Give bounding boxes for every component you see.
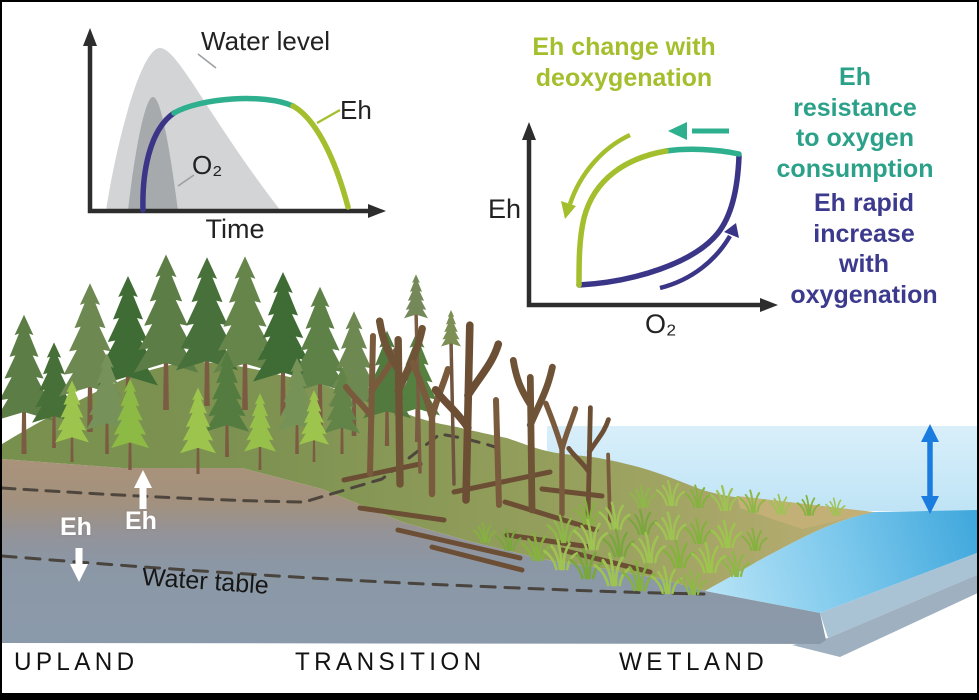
zone-label-transition: TRANSITION bbox=[295, 648, 486, 676]
eh-leader-line bbox=[316, 109, 341, 124]
eh-increase-label: Eh bbox=[125, 507, 157, 535]
hysteresis-chart bbox=[522, 122, 778, 312]
resistance-limb bbox=[663, 146, 742, 157]
o2-leader-line bbox=[177, 174, 195, 187]
zone-label-wetland: WETLAND bbox=[619, 648, 769, 676]
water-level-label: Water level bbox=[201, 26, 331, 56]
water-table-line bbox=[2, 554, 706, 596]
hysteresis-o2-axis-label: O₂ bbox=[645, 309, 677, 339]
eh-down-arrow-icon bbox=[70, 548, 88, 582]
landscape-illustration bbox=[2, 254, 977, 657]
time-chart bbox=[83, 28, 386, 218]
zone-label-upland: UPLAND bbox=[14, 648, 139, 676]
oxygenation-limb bbox=[576, 153, 742, 288]
hysteresis-eh-axis-label: Eh bbox=[488, 194, 522, 224]
resistance-note: Eh resistance to oxygen consumption bbox=[776, 63, 934, 183]
oxygenation-note: Eh rapid increase with oxygenation bbox=[790, 189, 938, 309]
time-chart-o2-label: O₂ bbox=[192, 150, 223, 180]
time-chart-eh-label: Eh bbox=[340, 95, 372, 125]
hysteresis-axes bbox=[522, 122, 778, 312]
time-chart-axes bbox=[83, 28, 386, 218]
hysteresis-loop bbox=[576, 146, 742, 288]
pond bbox=[705, 510, 977, 657]
oxygenation-arrow-icon bbox=[659, 223, 739, 291]
eh-curve bbox=[140, 95, 351, 213]
water-level-leader-line bbox=[197, 53, 217, 69]
deoxygenation-note: Eh change with deoxygenation bbox=[532, 33, 716, 92]
deoxygenation-arrow-icon bbox=[561, 132, 631, 219]
bottom-border-bar bbox=[2, 693, 977, 698]
deoxygenation-limb bbox=[576, 148, 669, 288]
water-level-range-arrow-icon bbox=[921, 424, 939, 514]
soil-cross-section bbox=[2, 459, 826, 644]
o2-area bbox=[128, 97, 178, 211]
resistance-arrow-icon bbox=[668, 122, 729, 140]
eh-decrease-label: Eh bbox=[60, 513, 92, 541]
time-axis-label: Time bbox=[205, 214, 265, 244]
eh-up-arrow-icon bbox=[134, 470, 152, 509]
